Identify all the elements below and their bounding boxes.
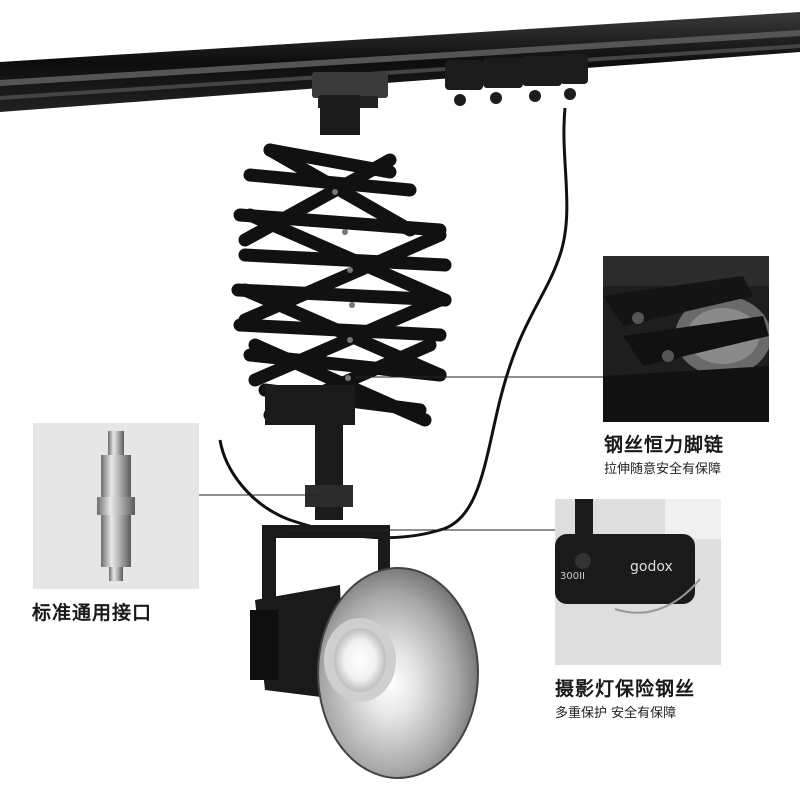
lamp-brand-text: godox bbox=[630, 559, 673, 575]
safety-cable-image: godox 300II bbox=[555, 499, 721, 665]
pantograph-rivets bbox=[332, 189, 355, 381]
pantograph-detail-image bbox=[603, 256, 769, 422]
pantograph-bottom-plate bbox=[265, 385, 355, 425]
spigot-inset bbox=[33, 423, 199, 589]
pantograph-scissor bbox=[231, 143, 452, 427]
pantograph-callout-subtitle: 拉伸随意安全有保障 bbox=[604, 462, 722, 477]
spigot-image bbox=[33, 423, 199, 589]
lamp-reflector bbox=[317, 567, 479, 779]
mount-clamp bbox=[305, 485, 353, 507]
safety-cable-callout-title: 摄影灯保险钢丝 bbox=[555, 678, 696, 700]
ceiling-rail bbox=[0, 12, 800, 112]
pantograph-inset bbox=[603, 256, 769, 422]
safety-cable-callout-subtitle: 多重保护 安全有保障 bbox=[555, 706, 677, 721]
power-cable bbox=[218, 107, 569, 540]
pantograph-callout-title: 钢丝恒力脚链 bbox=[604, 434, 725, 456]
lamp-yoke bbox=[262, 525, 390, 600]
pantograph-top-mount bbox=[320, 95, 360, 135]
callout-lines bbox=[198, 376, 604, 531]
lamp-model-text: 300II bbox=[560, 571, 585, 582]
spigot-callout-title: 标准通用接口 bbox=[32, 602, 153, 624]
safety-cable-inset: godox 300II bbox=[555, 499, 721, 665]
